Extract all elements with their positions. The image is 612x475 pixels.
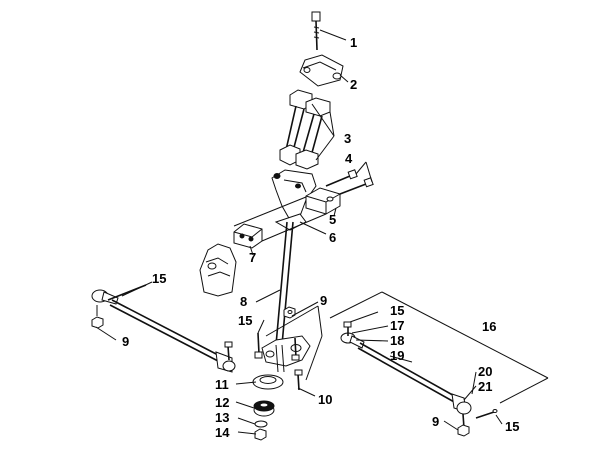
mounting-bracket [199, 243, 237, 297]
assembly-guide-line [265, 305, 319, 337]
callout-4: 4 [345, 151, 353, 166]
part-11-collar [252, 374, 284, 390]
part-2-bracket [299, 54, 344, 87]
callout-15-left: 15 [152, 271, 166, 286]
part-8-steering-shaft [275, 221, 294, 346]
steering-post-block [271, 169, 317, 231]
callout-17: 17 [390, 318, 404, 333]
callout-7: 7 [249, 250, 256, 265]
part-5-clamp-block [305, 187, 341, 215]
assembly-guide-line [261, 213, 327, 242]
assembly-guide-line [233, 196, 307, 227]
part-3-upper-clamps [279, 89, 331, 170]
callout-15-right-upper: 15 [390, 303, 404, 318]
callout-8: 8 [240, 294, 247, 309]
assembly-guide-line [305, 335, 323, 381]
assembly-guide-line [317, 305, 323, 337]
part-1-bolt [311, 11, 321, 51]
callout-13: 13 [215, 410, 229, 425]
part-9-left-nut [91, 305, 104, 329]
callout-3: 3 [344, 131, 351, 146]
callout-15-center: 15 [238, 313, 252, 328]
part-10-bolt [294, 369, 303, 391]
part-15-center-bolt [254, 332, 263, 359]
callout-5: 5 [329, 212, 336, 227]
pitman-arm [261, 335, 311, 373]
part-13-washer [254, 420, 268, 428]
part-15-right-cotter [475, 409, 498, 419]
part-4-bolts [325, 169, 374, 195]
callout-19: 19 [390, 348, 404, 363]
callout-9-left: 9 [122, 334, 129, 349]
part-7-lower-clamp [233, 223, 263, 249]
callout-labels: 1 2 3 4 5 6 7 8 9 9 9 10 11 12 13 14 15 … [122, 35, 519, 440]
callout-21: 21 [478, 379, 492, 394]
right-tie-rod [340, 321, 472, 437]
callout-6: 6 [329, 230, 336, 245]
part-16-tie-rod-assembly-outline [329, 291, 549, 404]
callout-11: 11 [215, 377, 229, 392]
part-9-center-nut [283, 306, 300, 361]
part-12-bearing [253, 400, 275, 417]
callout-18: 18 [390, 333, 404, 348]
callout-9-center: 9 [320, 293, 327, 308]
callout-2: 2 [350, 77, 357, 92]
callout-12: 12 [215, 395, 229, 410]
callout-9-right: 9 [432, 414, 439, 429]
left-tie-rod [91, 289, 236, 373]
callout-10: 10 [318, 392, 332, 407]
callout-15-right-lower: 15 [505, 419, 519, 434]
part-14-nut [254, 428, 267, 441]
leader-lines [95, 29, 503, 435]
callout-16: 16 [482, 319, 496, 334]
callout-20: 20 [478, 364, 492, 379]
callout-14: 14 [215, 425, 230, 440]
callout-1: 1 [350, 35, 357, 50]
